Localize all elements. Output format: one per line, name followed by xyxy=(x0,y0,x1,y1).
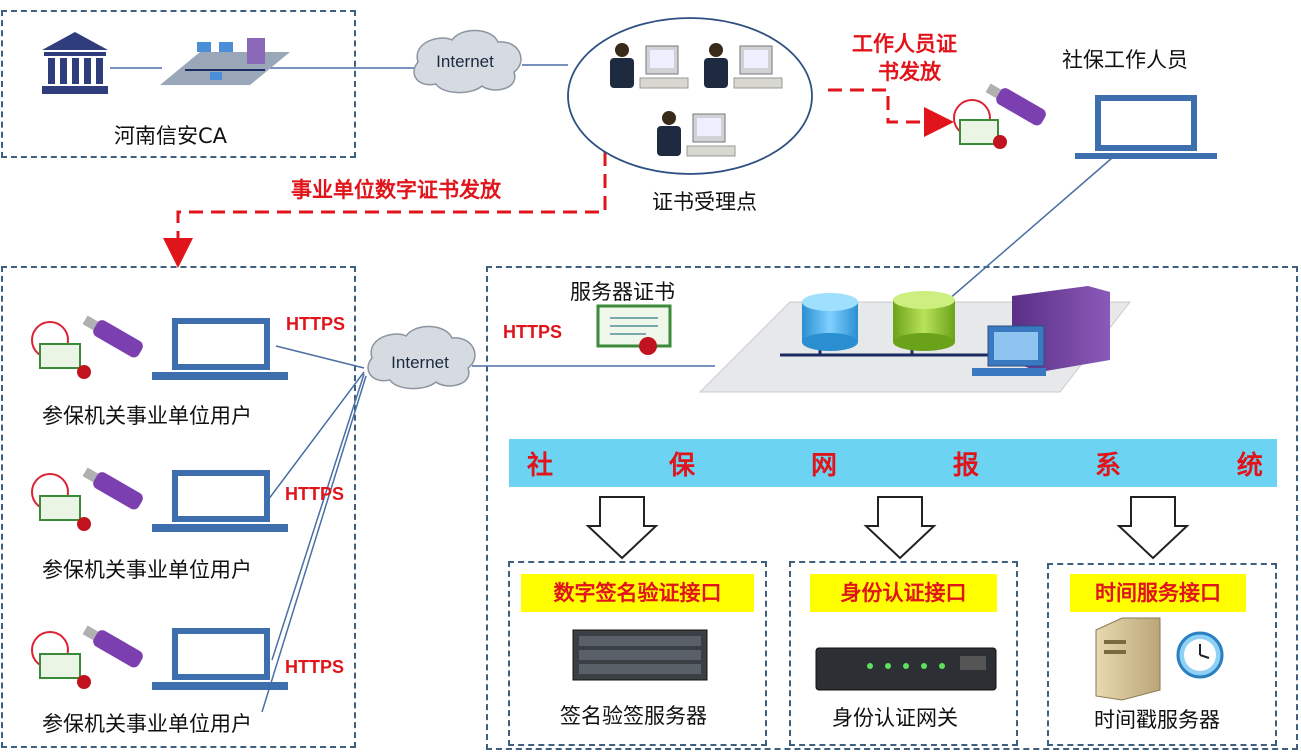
ca-group-box xyxy=(1,10,356,158)
system-char-1: 社 xyxy=(527,450,554,481)
unit-issue-label: 事业单位数字证书发放 xyxy=(291,178,501,202)
system-banner: 社 保 网 报 系 统 xyxy=(509,439,1277,487)
timestamp-server-label: 时间戳服务器 xyxy=(1094,708,1220,732)
internet-cloud-middle xyxy=(367,325,476,390)
user-label-3: 参保机关事业单位用户 xyxy=(42,712,252,736)
internet-label-top: Internet xyxy=(436,52,494,71)
signature-server-label: 签名验签服务器 xyxy=(560,704,707,728)
server-certificate-icon xyxy=(596,304,672,355)
https-label-user-1: HTTPS xyxy=(286,314,346,334)
signature-interface-box xyxy=(508,561,767,746)
signature-interface-title: 数字签名验证接口 xyxy=(521,574,754,612)
staff-certificate-icon xyxy=(953,99,1007,149)
internet-label-middle: Internet xyxy=(391,353,449,372)
system-group-box xyxy=(486,266,1298,750)
identity-interface-title: 身份认证接口 xyxy=(810,574,997,612)
staff-issue-label-2: 书发放 xyxy=(878,60,941,84)
signature-server-icon xyxy=(572,629,708,681)
server-platform-icon xyxy=(698,286,1132,393)
ca-network-icon xyxy=(160,38,290,85)
identity-interface-box xyxy=(789,561,1018,746)
bank-icon xyxy=(42,32,108,94)
internet-cloud-top xyxy=(413,29,522,94)
down-arrows xyxy=(585,496,1190,560)
system-char-2: 保 xyxy=(668,450,695,481)
staff-issue-label-1: 工作人员证 xyxy=(852,32,957,56)
server-cert-label: 服务器证书 xyxy=(570,280,675,304)
clock-icon xyxy=(1176,631,1224,679)
staff-label: 社保工作人员 xyxy=(1062,48,1188,72)
https-label-server: HTTPS xyxy=(503,322,563,342)
https-label-user-2: HTTPS xyxy=(285,484,345,504)
operator-icons xyxy=(610,43,783,157)
system-char-6: 统 xyxy=(1236,450,1263,481)
staff-issue-arrow xyxy=(828,88,954,137)
acceptance-ellipse xyxy=(567,17,813,175)
acceptance-label: 证书受理点 xyxy=(652,190,757,214)
connection-lines xyxy=(110,64,1113,713)
unit-issue-arrow xyxy=(163,152,607,268)
timestamp-server-icon xyxy=(1095,617,1161,701)
system-char-5: 系 xyxy=(1094,450,1121,481)
user-label-1: 参保机关事业单位用户 xyxy=(42,404,252,428)
staff-usb-key-icon xyxy=(985,83,1046,126)
https-label-user-3: HTTPS xyxy=(285,657,345,677)
identity-gateway-label: 身份认证网关 xyxy=(832,706,958,730)
staff-laptop-icon xyxy=(1075,95,1217,159)
identity-gateway-icon xyxy=(815,647,997,691)
user-label-2: 参保机关事业单位用户 xyxy=(42,558,252,582)
time-interface-title: 时间服务接口 xyxy=(1070,574,1246,612)
system-char-3: 网 xyxy=(810,450,837,481)
system-char-4: 报 xyxy=(952,450,979,481)
user-row-icons xyxy=(31,315,288,690)
time-interface-box xyxy=(1047,563,1277,746)
ca-label: 河南信安CA xyxy=(114,124,228,148)
